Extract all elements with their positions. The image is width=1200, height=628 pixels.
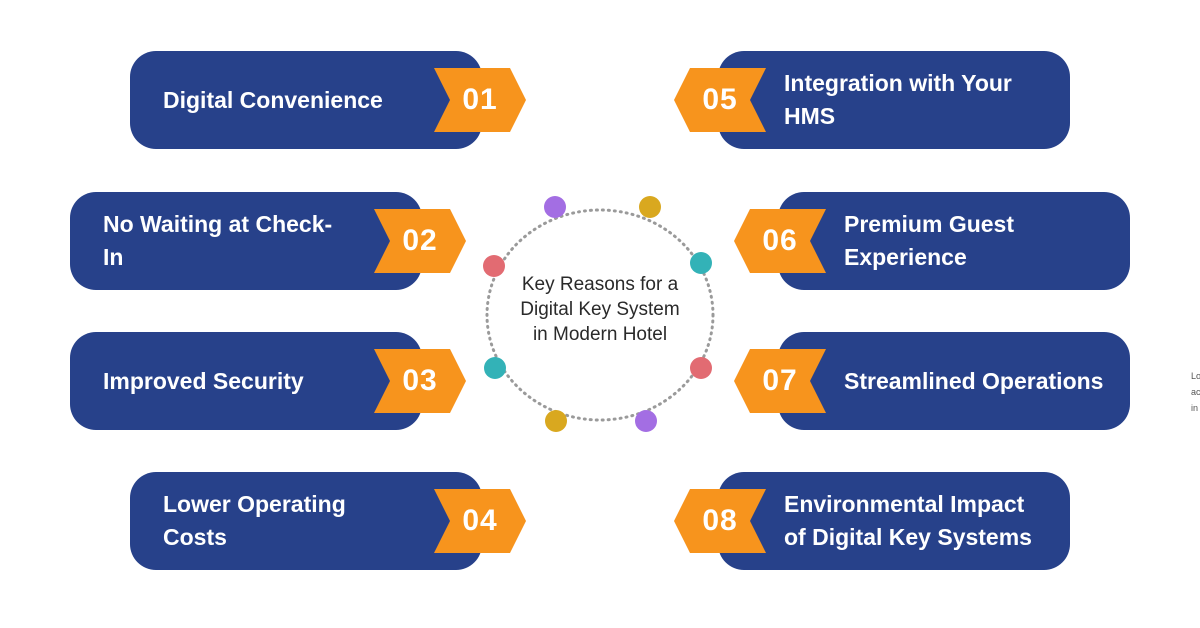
dotted-ring	[485, 208, 715, 422]
badge-number: 03	[402, 364, 438, 397]
number-badge: 07	[734, 349, 826, 413]
ring-dot-purple	[635, 410, 657, 432]
number-badge: 02	[374, 209, 466, 273]
reason-label: Environmental Impact of Digital Key Syst…	[784, 491, 1032, 550]
number-badge: 06	[734, 209, 826, 273]
badge-number: 04	[462, 504, 498, 537]
badge-number: 06	[762, 224, 798, 257]
center-title: Key Reasons for a Digital Key System in …	[497, 272, 703, 347]
ring-dot-purple	[544, 196, 566, 218]
ring-dot-teal	[690, 252, 712, 274]
reason-label: Lower Operating Costs	[163, 491, 346, 550]
badge-number: 07	[762, 364, 798, 397]
ring-dot-red	[690, 357, 712, 379]
center-title-line: Key Reasons for a	[521, 274, 679, 295]
reason-card-05: Integration with Your HMS 05	[674, 51, 1070, 149]
number-badge: 03	[374, 349, 466, 413]
reason-label: Digital Convenience	[163, 86, 383, 113]
center-title-line: in Modern Hotel	[532, 324, 668, 345]
ring-dot-gold	[639, 196, 661, 218]
reason-label: No Waiting at Check-In	[103, 211, 333, 270]
reason-label: Improved Security	[103, 367, 304, 394]
number-badge: 01	[434, 68, 526, 132]
reason-card-01: Digital Convenience 01	[130, 51, 526, 149]
reason-card-02: No Waiting at Check-In 02	[70, 192, 466, 290]
badge-number: 08	[702, 504, 738, 537]
clipped-side-text: Lo ac in	[1191, 371, 1200, 413]
reason-card-04: Lower Operating Costs 04	[130, 472, 526, 570]
badge-number: 02	[402, 224, 438, 257]
reason-card-08: Environmental Impact of Digital Key Syst…	[674, 472, 1070, 570]
number-badge: 08	[674, 489, 766, 553]
reason-card-03: Improved Security 03	[70, 332, 466, 430]
center-ring	[483, 196, 715, 432]
ring-dot-gold	[545, 410, 567, 432]
ring-dot-teal	[484, 357, 506, 379]
reason-label: Streamlined Operations	[844, 367, 1104, 394]
ring-dot-red	[483, 255, 505, 277]
reason-card-07: Streamlined Operations 07	[734, 332, 1130, 430]
badge-number: 01	[462, 83, 498, 116]
reason-card-06: Premium Guest Experience 06	[734, 192, 1130, 290]
number-badge: 05	[674, 68, 766, 132]
reason-label: Premium Guest Experience	[844, 211, 1014, 270]
center-title-line: Digital Key System	[520, 299, 680, 320]
reason-label: Integration with Your HMS	[784, 70, 1012, 129]
number-badge: 04	[434, 489, 526, 553]
badge-number: 05	[702, 83, 738, 116]
